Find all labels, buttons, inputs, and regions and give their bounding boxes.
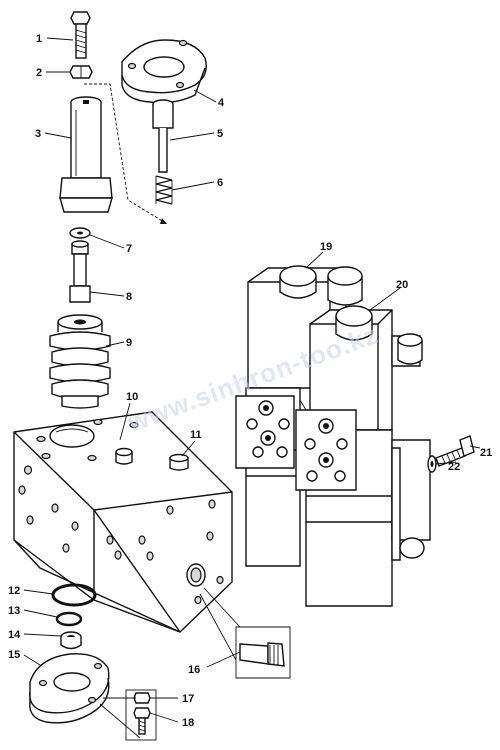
- callout-2: 2: [36, 67, 42, 79]
- part-4-cover-plate: [121, 39, 207, 104]
- callout-8: 8: [126, 291, 132, 303]
- parts-17-18-box: [99, 689, 157, 741]
- callout-16: 16: [188, 664, 200, 676]
- callout-labels: 1 2 3 4 5 6 7 8 9 10 11 12 13 14 15 16 1…: [8, 33, 492, 729]
- part-10-manifold-block: [13, 411, 233, 633]
- part-15-flange: [29, 653, 110, 724]
- callout-6: 6: [217, 177, 223, 189]
- part-17-washer: [133, 692, 151, 704]
- part-8-pin: [69, 240, 91, 303]
- callout-13: 13: [8, 605, 20, 617]
- callout-3: 3: [35, 128, 41, 140]
- part-3-solenoid-body: [59, 96, 113, 213]
- part-6-spring: [155, 175, 173, 205]
- part-1-bolt: [70, 11, 91, 59]
- part-22-washer: [427, 455, 437, 473]
- part-5-plunger: [152, 99, 174, 173]
- callout-10: 10: [126, 391, 138, 403]
- callout-18: 18: [182, 717, 194, 729]
- callout-22: 22: [448, 461, 460, 473]
- part-16-fitting-box: [199, 587, 291, 679]
- part-13-o-ring: [55, 611, 83, 627]
- callout-12: 12: [8, 585, 20, 597]
- callout-15: 15: [8, 649, 20, 661]
- callout-17: 17: [182, 693, 194, 705]
- callout-21: 21: [480, 447, 492, 459]
- callout-11: 11: [190, 429, 202, 441]
- part-2-nut: [69, 65, 93, 79]
- part-18-bolt-head: [133, 707, 151, 719]
- leader-lines: [23, 37, 481, 723]
- callout-9: 9: [126, 337, 132, 349]
- callout-4: 4: [218, 97, 225, 109]
- callout-19: 19: [320, 241, 332, 253]
- part-21-bolt: [435, 435, 475, 467]
- part-7-washer: [69, 227, 91, 239]
- valve-stack-assembly: [235, 265, 431, 607]
- callout-1: 1: [36, 33, 42, 45]
- callout-20: 20: [396, 279, 408, 291]
- callout-5: 5: [217, 128, 223, 140]
- callout-14: 14: [8, 629, 21, 641]
- part-14-orifice: [60, 631, 82, 650]
- part-12-o-ring: [51, 583, 97, 607]
- callout-7: 7: [126, 243, 132, 255]
- part-9-spool-assembly: [49, 314, 111, 409]
